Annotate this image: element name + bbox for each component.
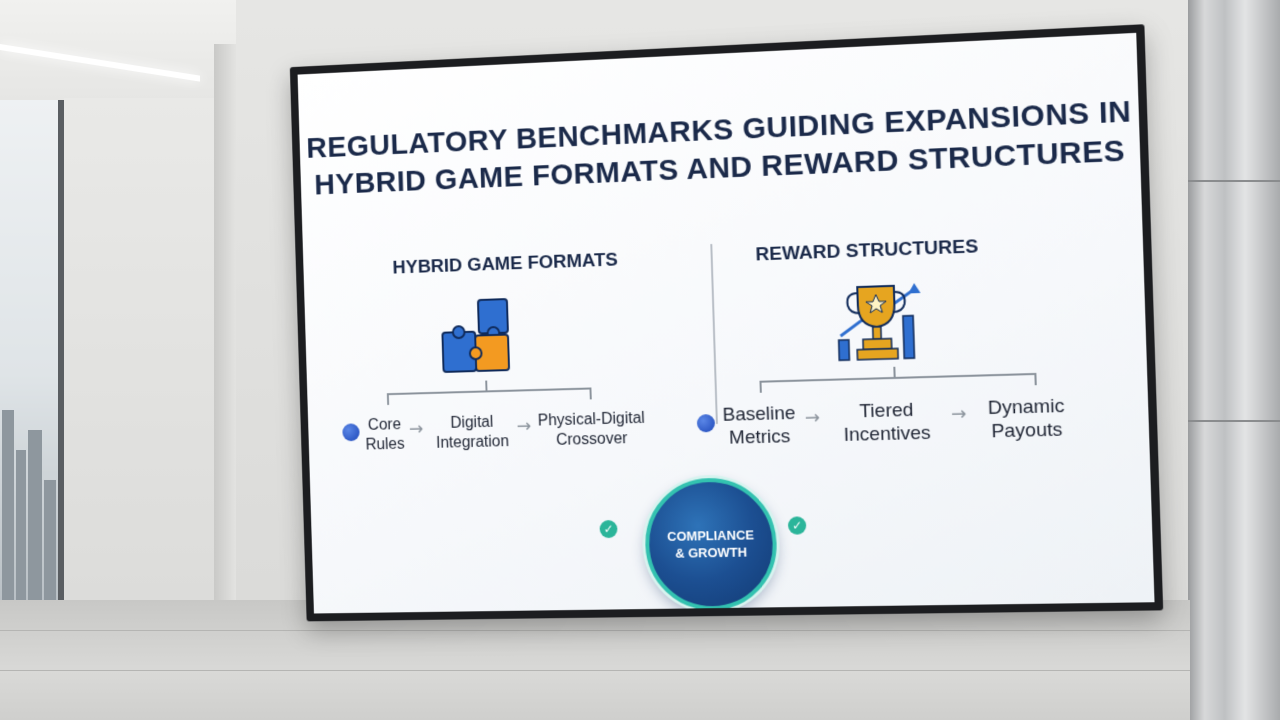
- steel-wall-panel: [1188, 0, 1280, 720]
- step-dynamic-payouts: Dynamic Payouts: [987, 395, 1065, 443]
- step-digital-integration: Digital Integration: [435, 413, 510, 452]
- arrow-right-icon: →: [516, 415, 532, 437]
- wall-pillar: [214, 44, 236, 634]
- step-baseline-metrics: Baseline Metrics: [722, 402, 796, 449]
- left-flow-stem: [485, 380, 488, 393]
- ceiling-light-strip: [0, 44, 200, 82]
- right-flow-bracket: [759, 372, 1037, 393]
- left-flow-bracket: [386, 387, 592, 405]
- city-building: [28, 430, 42, 600]
- badge-text: COMPLIANCE & GROWTH: [666, 527, 755, 561]
- column-divider: [710, 244, 718, 424]
- puzzle-pieces-icon: [436, 295, 519, 380]
- check-circle-icon: ✓: [787, 516, 807, 535]
- reward-structures-heading: REWARD STRUCTURES: [755, 236, 979, 266]
- right-flow-stem: [893, 366, 896, 379]
- step-core-rules: Core Rules: [365, 416, 405, 454]
- arrow-right-icon: →: [804, 407, 821, 429]
- flow-start-dot: [342, 423, 360, 442]
- step-physical-digital-crossover: Physical-Digital Crossover: [537, 409, 646, 449]
- city-building: [16, 450, 26, 600]
- wall-display-screen: REGULATORY BENCHMARKS GUIDING EXPANSIONS…: [289, 24, 1164, 622]
- hybrid-game-formats-heading: HYBRID GAME FORMATS: [392, 249, 619, 279]
- window: [0, 100, 64, 600]
- slide-title: REGULATORY BENCHMARKS GUIDING EXPANSIONS…: [299, 92, 1140, 204]
- step-tiered-incentives: Tiered Incentives: [843, 399, 932, 446]
- compliance-growth-badge: COMPLIANCE & GROWTH: [643, 476, 779, 612]
- arrow-right-icon: →: [950, 403, 967, 426]
- slide: REGULATORY BENCHMARKS GUIDING EXPANSIONS…: [297, 32, 1155, 614]
- city-building: [2, 410, 14, 600]
- left-wall: [64, 98, 216, 604]
- floor: [0, 600, 1190, 720]
- trophy-growth-chart-icon: [829, 275, 929, 367]
- flow-start-dot: [696, 414, 716, 433]
- city-building: [44, 480, 56, 600]
- arrow-right-icon: →: [408, 418, 424, 440]
- check-circle-icon: ✓: [599, 519, 618, 539]
